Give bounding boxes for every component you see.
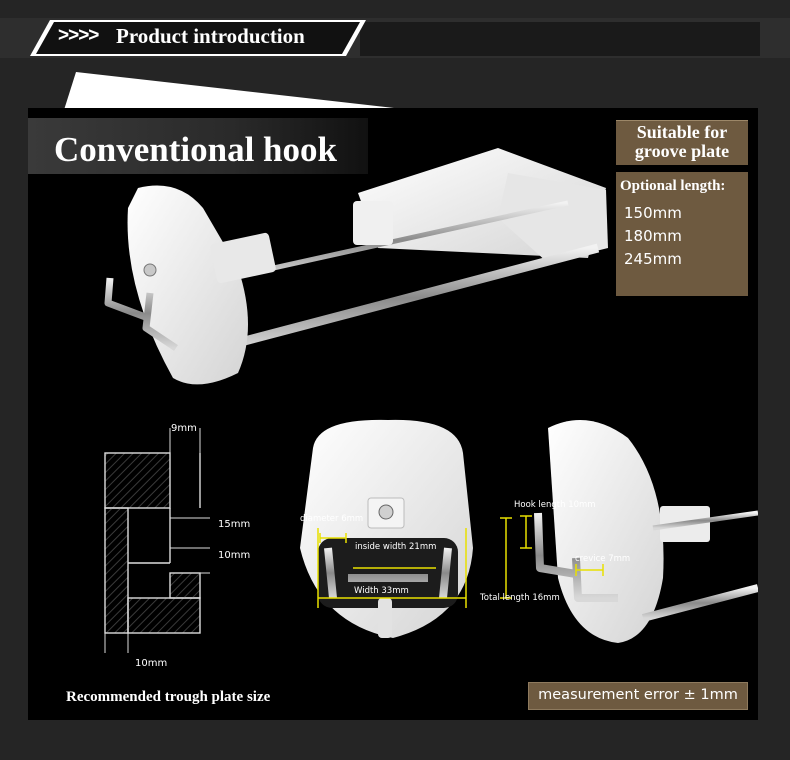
front-view-image <box>300 419 473 638</box>
rod-collar <box>353 201 393 245</box>
dim-label: Total length 16mm <box>480 593 560 603</box>
dim-label: 10mm <box>135 658 168 669</box>
side-view-image <box>500 420 758 643</box>
product-title: Conventional hook <box>54 130 337 169</box>
screw-icon <box>378 504 394 520</box>
upper-rod <box>227 200 569 281</box>
length-option: 150mm <box>624 204 682 222</box>
side-lower-rod <box>641 584 758 622</box>
optional-length-title: Optional length: <box>620 178 726 194</box>
side-upper-rod <box>652 510 758 531</box>
lower-rod <box>216 243 600 353</box>
front-view-post <box>378 598 392 638</box>
side-view-body <box>548 420 664 643</box>
dim-label: 15mm <box>218 519 251 530</box>
hook-product-image <box>104 148 608 385</box>
plate-left-wall <box>104 507 129 634</box>
screw-icon <box>143 263 157 277</box>
plate-lower-base <box>127 597 201 634</box>
optional-length-box: Optional length: 150mm 180mm 245mm <box>616 172 748 296</box>
metal-hook <box>104 277 178 351</box>
trough-plate-caption: Recommended trough plate size <box>66 689 271 705</box>
measurement-error-text: measurement error ± 1mm <box>538 687 738 703</box>
length-option: 245mm <box>624 250 682 268</box>
dim-label: Width 33mm <box>354 586 409 596</box>
dim-label: inside width 21mm <box>355 542 437 552</box>
dim-label: 9mm <box>171 423 197 434</box>
header-tab <box>36 22 360 54</box>
suitable-text: Suitable for groove plate <box>634 122 730 161</box>
dim-label: diameter 6mm <box>300 514 364 524</box>
header-arrows-icon: >>>> <box>58 25 99 46</box>
head-boss <box>210 232 276 284</box>
title-bar: Conventional hook <box>28 118 368 174</box>
product-illustrations <box>104 148 758 653</box>
suitable-badge: Suitable for groove plate <box>616 120 748 165</box>
rear-clip <box>498 173 608 263</box>
length-option: 180mm <box>624 227 682 245</box>
trough-plate-drawing <box>104 428 210 653</box>
section-title: Product introduction <box>116 24 305 48</box>
plate-upper-left <box>104 452 171 509</box>
plate-lower-lip <box>169 572 201 599</box>
front-view-cavity <box>318 538 458 608</box>
measurement-error-badge: measurement error ± 1mm <box>528 682 748 710</box>
dim-label: Hook length 10mm <box>514 500 596 510</box>
header-dark-band <box>360 22 760 56</box>
dim-label: 10mm <box>218 550 251 561</box>
front-view-hooks <box>324 547 452 599</box>
hook-head <box>127 185 248 385</box>
decorative-white-shape <box>64 72 394 110</box>
product-panel: Conventional hook Suitable for groove pl… <box>28 108 758 720</box>
dim-label: crevice 7mm <box>575 554 631 564</box>
